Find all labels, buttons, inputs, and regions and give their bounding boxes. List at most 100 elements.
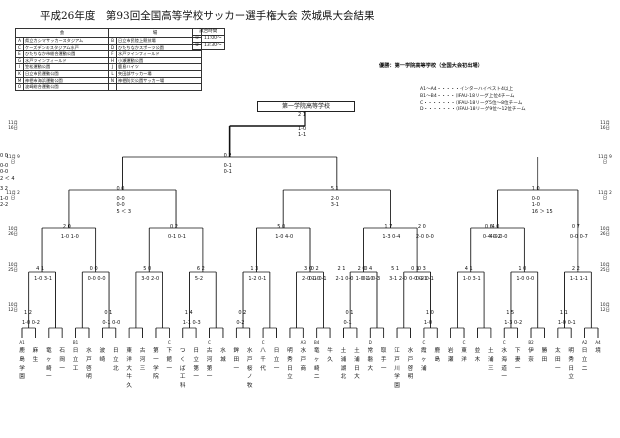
venue-name: 矢田部サッカー場 xyxy=(116,69,202,78)
round2-detail: 1-1 1-1 xyxy=(569,276,588,282)
round1-detail: 0-1 0-0 xyxy=(102,320,121,326)
round2-detail: 0-0 0-0 xyxy=(87,276,106,282)
venue-code: B xyxy=(108,37,117,45)
venue-code: E xyxy=(15,50,24,58)
team-name: 古河三 xyxy=(139,348,146,372)
venue-name: 鹿島ハイツ xyxy=(116,63,202,71)
round1-detail: 1-0 0-2 xyxy=(22,320,40,326)
seed-slot: A4 xyxy=(595,340,601,345)
round2-score: 6 2 xyxy=(196,266,205,272)
round3-score: 5 0 xyxy=(277,224,286,230)
round1-score: 0 2 xyxy=(238,310,247,316)
round1-detail: 1-0 0-1 xyxy=(557,320,576,326)
round2-score: 2 1 xyxy=(337,266,346,272)
venue-name: ひたちなか市総合運動公園 xyxy=(23,50,109,58)
venue-name: 小瀬運動公園 xyxy=(116,56,202,65)
round3-detail: 1-0 4-0 xyxy=(275,234,294,240)
team-name: 岩瀬 xyxy=(447,348,454,363)
round2-detail: 0-1 0-1 xyxy=(308,276,327,282)
venue-code: G xyxy=(15,56,24,65)
round3-score: 0 7 xyxy=(571,224,580,230)
round2-score: 0 2 xyxy=(310,266,319,272)
semifinal-score: 0-0 xyxy=(0,163,9,169)
team-name: 鹿島学園 xyxy=(19,348,25,381)
venue-name: 県立カシマサッカースタジアム xyxy=(23,37,109,45)
venue-code: I xyxy=(15,63,24,71)
venue-code: N xyxy=(108,76,117,85)
venue-code: A xyxy=(15,37,24,45)
seed-slot: A1 xyxy=(19,340,25,345)
team-name: 鉾田一 xyxy=(233,348,240,372)
seed-slot: C xyxy=(422,340,426,345)
team-name: 日立二 xyxy=(581,348,588,372)
final-score: 1-1 xyxy=(298,132,307,138)
seed-slot: B4 xyxy=(314,340,320,345)
champion-box: 第一学院高等学校 xyxy=(257,101,355,112)
round2-score: 5 1 xyxy=(391,266,400,272)
venue-name xyxy=(116,83,202,91)
team-name: 水戸商 xyxy=(300,348,307,372)
final-score: 2 1 xyxy=(298,112,306,118)
team-name: 麻生 xyxy=(32,348,39,363)
venue-code xyxy=(108,83,117,91)
legend-line: D・・・・・・・（IFAU-18リーグ9位～12位チーム xyxy=(420,107,526,113)
venue-code: F xyxy=(108,50,117,58)
quarterfinal-score: 5 ＜ 3 xyxy=(116,209,131,215)
venue-name: 日立市民陸上競技場 xyxy=(116,37,202,45)
round1-detail: 0-2 xyxy=(236,320,245,326)
round-date: 11月 2日 xyxy=(6,190,20,200)
round2-detail: 2-0 1-0 xyxy=(302,276,320,282)
team-name: 霞ヶ浦 xyxy=(421,348,427,372)
round1-score: 0 1 xyxy=(104,310,113,316)
venue-code: L xyxy=(108,69,117,78)
team-name: 並木 xyxy=(474,348,481,363)
venue-code: D xyxy=(108,43,117,52)
round2-score: 1 3 xyxy=(250,266,259,272)
round3-detail: 0-4 0-2 xyxy=(482,234,501,240)
team-name: 勝田 xyxy=(541,348,548,363)
venue-name: 水戸ツインフィールド xyxy=(23,56,109,65)
team-name: 水戸桜ノ牧 xyxy=(246,348,253,390)
round3-score: 2 0 xyxy=(417,224,426,230)
legend-line: A1～A4・・・・・インターハイベスト4以上 xyxy=(420,87,514,92)
venue-name: ひたちなかスポーツ公園 xyxy=(116,43,202,52)
seed-slot: C xyxy=(462,340,466,345)
round2-score: 2 2 xyxy=(571,266,580,272)
round3-detail: 0-1 0-1 xyxy=(168,234,186,240)
quarterfinal-score: 3 2 xyxy=(0,186,8,192)
team-name: 水城 xyxy=(220,348,226,363)
round1-score: 1 0 xyxy=(425,310,434,316)
seed-slot: A3 xyxy=(300,340,306,345)
venue-header-2: 場 xyxy=(108,28,202,38)
team-name: 日立一 xyxy=(273,348,280,372)
venue-name: 日立市民運動公園 xyxy=(23,69,109,78)
venue-code: M xyxy=(15,76,24,85)
round-date: 11月 2日 xyxy=(598,190,612,200)
round1-detail: 1-1 0-3 xyxy=(182,320,201,326)
quarterfinal-score: 1-0 xyxy=(0,196,9,202)
seed-slot: B1 xyxy=(72,340,79,345)
venue-code: H xyxy=(108,56,117,65)
team-name: つくば工科 xyxy=(179,348,186,390)
round2-score: 0 0 xyxy=(89,266,98,272)
round2-score: 2 0 xyxy=(357,266,366,272)
team-name: 明秀日立 xyxy=(287,348,293,381)
seed-slot: A2 xyxy=(581,340,588,345)
team-name: 土浦三 xyxy=(488,348,494,372)
semifinal-score: 0 2 xyxy=(223,153,232,159)
round3-score: 0 2 xyxy=(170,224,178,230)
round2-detail: 1-0 1-0 xyxy=(355,276,374,282)
round3-detail: 2-0 0-0 xyxy=(415,234,434,240)
round1-detail: 1-0 xyxy=(423,320,433,326)
round-date: 11月 16日 xyxy=(8,120,18,130)
round-date: 11月 16日 xyxy=(600,120,610,130)
quarterfinal-score: 2-2 xyxy=(0,202,9,208)
quarterfinal-score: 1 0 xyxy=(531,186,540,192)
quarterfinal-score: 0-0 xyxy=(116,202,125,208)
page-title: 平成26年度 第93回全国高等学校サッカー選手権大会 茨城県大会結果 xyxy=(40,10,375,22)
round2-detail: 0-2 0-1 xyxy=(415,276,434,282)
time-mark: ② xyxy=(191,42,203,50)
final-score: 1-0 xyxy=(298,126,307,132)
round2-score: 4 1 xyxy=(464,266,473,272)
